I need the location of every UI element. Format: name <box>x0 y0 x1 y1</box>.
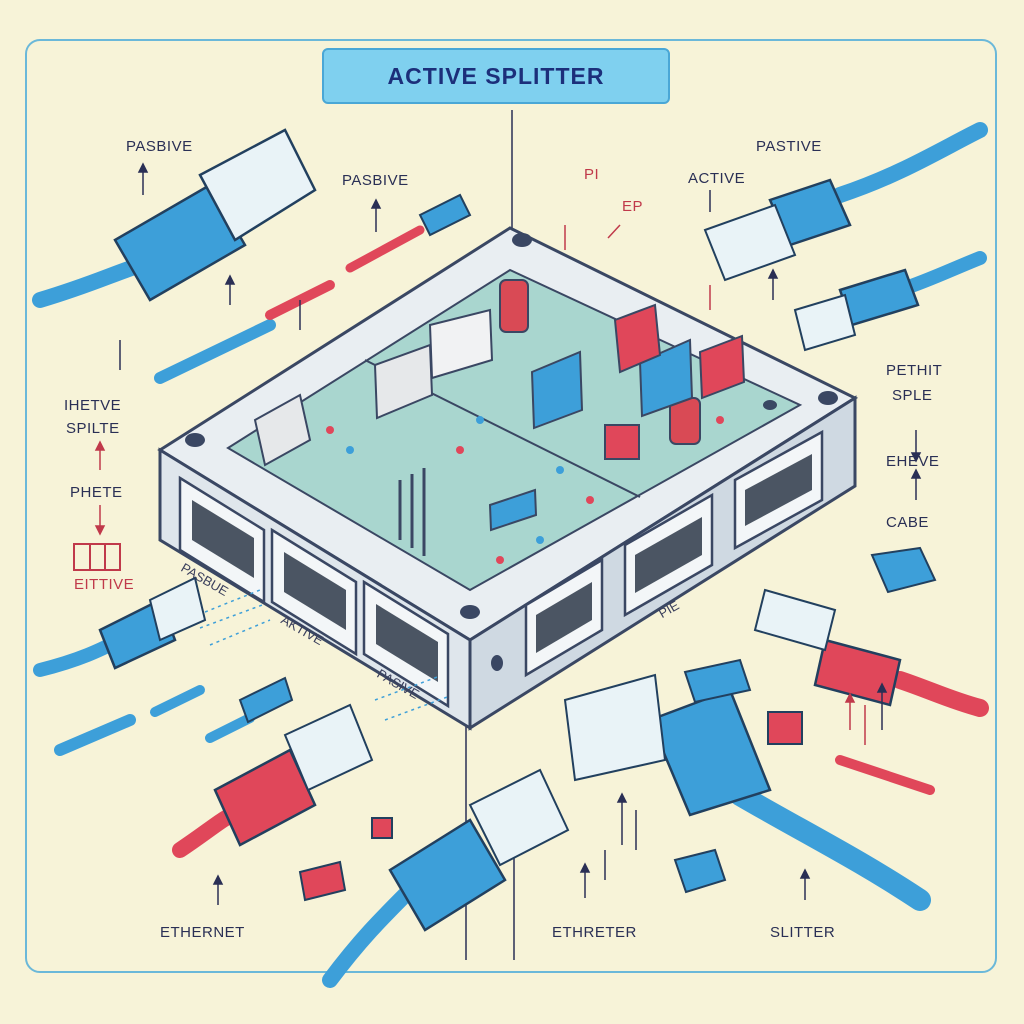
left-mini-icon <box>73 543 121 571</box>
motion-lines <box>199 589 451 721</box>
cable-bottom-right <box>563 673 931 911</box>
splitter-box <box>157 226 859 731</box>
label-pi: PI <box>584 166 600 183</box>
port-left-3 <box>362 579 450 709</box>
cable-top-right <box>703 122 988 282</box>
label-left-mid-1: IHETVE <box>64 397 122 414</box>
page-title: ACTIVE SPLITTER <box>322 48 670 104</box>
cable-bottom-center <box>322 768 570 988</box>
arrows <box>119 162 922 905</box>
label-passive-second: PASBIVE <box>342 172 409 189</box>
label-slitter: SLITTER <box>770 924 836 941</box>
port-left-2 <box>270 527 358 657</box>
port-right-3 <box>733 429 824 551</box>
label-right-mid-4: CABE <box>886 514 929 531</box>
cable-red-bottom-left <box>172 703 374 858</box>
cable-left-mid <box>33 576 207 677</box>
port-right-2 <box>623 492 714 618</box>
label-passive-top-left: PASBIVE <box>126 138 193 155</box>
label-ethernet: ETHERNET <box>160 924 245 941</box>
label-ethreter: ETHRETER <box>552 924 637 941</box>
label-left-mid-2: SPILTE <box>66 420 120 437</box>
outer-frame <box>25 39 997 973</box>
label-passive-top-right: PASTIVE <box>756 138 822 155</box>
label-right-mid-1: PETHIT <box>886 362 943 379</box>
red-arrows <box>94 224 866 745</box>
port-left-1 <box>178 475 266 605</box>
cable-top-left <box>32 128 317 308</box>
board-components <box>253 279 746 564</box>
label-ep: EP <box>622 198 644 215</box>
label-right-mid-3: EHEVE <box>886 453 940 470</box>
label-left-mid-3: PHETE <box>70 484 123 501</box>
port-right-1 <box>524 557 604 678</box>
cable-red-right <box>753 588 989 717</box>
label-left-mid-4: EITTIVE <box>74 576 135 593</box>
cable-right-second <box>793 251 987 352</box>
label-right-mid-2: SPLE <box>892 387 933 404</box>
label-active-right: ACTIVE <box>688 170 746 187</box>
